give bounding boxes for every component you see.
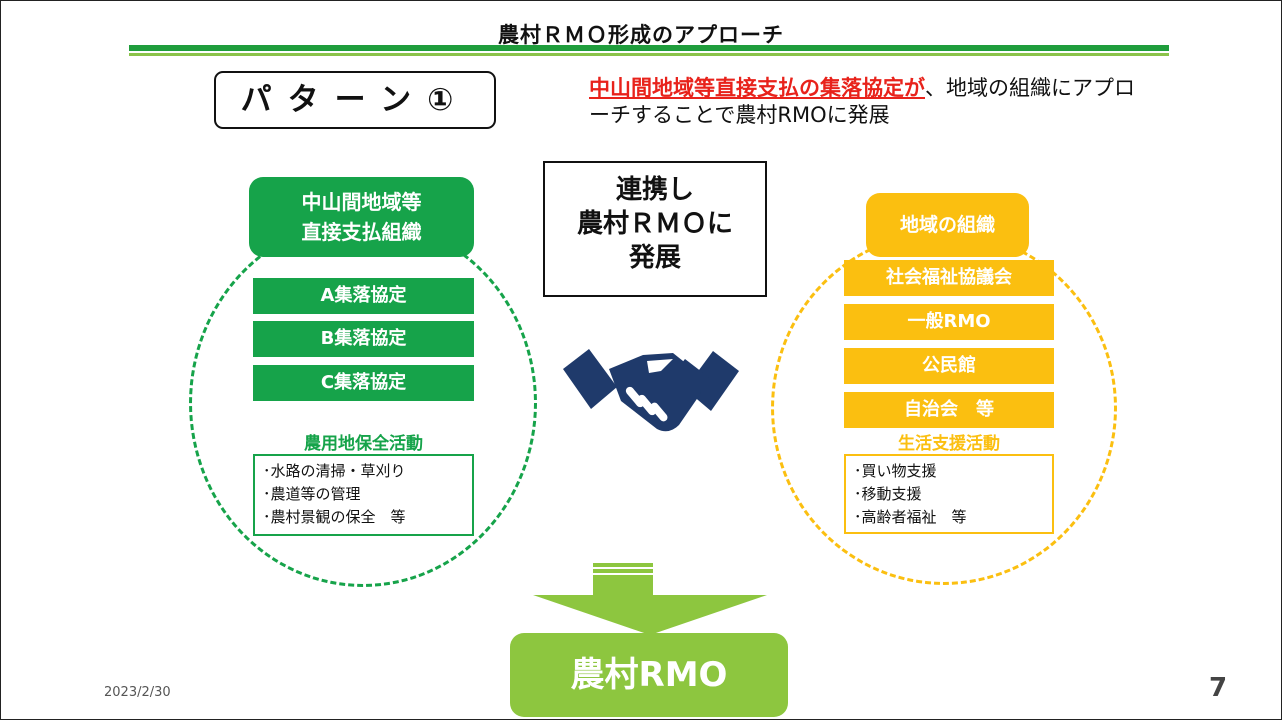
page-number: 7 xyxy=(1209,673,1228,703)
description-highlight: 中山間地域等直接支払の集落協定が xyxy=(589,76,925,100)
handshake-icon xyxy=(563,349,739,432)
left-activity-title: 農用地保全活動 xyxy=(304,434,423,454)
left-item-b: B集落協定 xyxy=(253,321,474,357)
left-activity-list: ･水路の清掃・草刈り ･農道等の管理 ･農村景観の保全 等 xyxy=(253,454,474,536)
left-header-line-2: 直接支払組織 xyxy=(301,220,422,244)
title-underline xyxy=(129,45,1169,51)
right-activity-title: 生活支援活動 xyxy=(898,434,1000,454)
center-line-1: 連携し xyxy=(615,175,694,205)
left-activity-item: ･農村景観の保全 等 xyxy=(263,508,406,526)
center-label-box: 連携し 農村ＲＭＯに 発展 xyxy=(543,161,767,297)
description: 中山間地域等直接支払の集落協定が、地域の組織にアプローチすることで農村RMOに発… xyxy=(589,75,1149,129)
right-item-residents-assoc: 自治会 等 xyxy=(844,392,1054,428)
pattern-label: パターン① xyxy=(214,71,496,129)
left-group-header: 中山間地域等 直接支払組織 xyxy=(249,177,474,257)
footer-date: 2023/2/30 xyxy=(104,685,171,700)
left-header-line-1: 中山間地域等 xyxy=(301,190,422,214)
right-activity-item: ･買い物支援 xyxy=(854,462,937,480)
center-line-2: 農村ＲＭＯに xyxy=(576,209,733,239)
left-activity-item: ･農道等の管理 xyxy=(263,485,361,503)
right-activity-list: ･買い物支援 ･移動支援 ･高齢者福祉 等 xyxy=(844,454,1054,534)
left-item-c: C集落協定 xyxy=(253,365,474,401)
right-activity-item: ･移動支援 xyxy=(854,485,922,503)
down-arrow-icon xyxy=(533,563,767,635)
result-box: 農村RMO xyxy=(510,633,788,717)
title-underline-light xyxy=(129,53,1169,56)
description-text: 、地域の組織にアプローチすることで農村RMOに発展 xyxy=(589,76,1135,127)
right-item-general-rmo: 一般RMO xyxy=(844,304,1054,340)
left-activity-item: ･水路の清掃・草刈り xyxy=(263,462,406,480)
right-activity-item: ･高齢者福祉 等 xyxy=(854,508,967,526)
center-line-3: 発展 xyxy=(628,243,681,273)
right-item-welfare: 社会福祉協議会 xyxy=(844,260,1054,296)
left-item-a: A集落協定 xyxy=(253,278,474,314)
right-item-community-hall: 公民館 xyxy=(844,348,1054,384)
slide-title: 農村ＲＭＯ形成のアプローチ xyxy=(498,23,784,47)
right-group-header: 地域の組織 xyxy=(866,193,1029,257)
